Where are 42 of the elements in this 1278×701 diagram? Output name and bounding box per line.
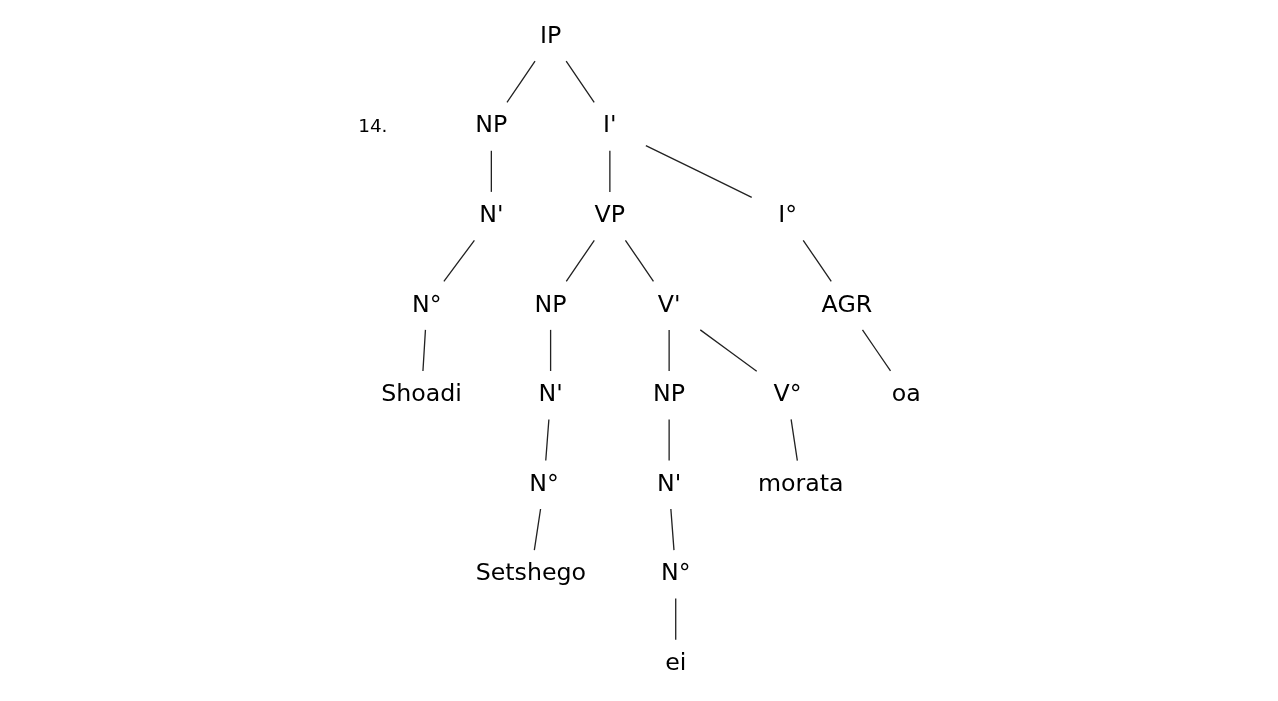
connector <box>667 329 670 372</box>
connector <box>533 508 541 551</box>
connector <box>608 150 611 193</box>
connector <box>544 418 550 462</box>
connector <box>802 239 832 283</box>
node-text: NP <box>474 110 507 139</box>
node-text: VP <box>594 199 625 228</box>
node-text: Setshego <box>475 558 586 587</box>
connector <box>565 239 595 283</box>
node-text: NP <box>534 289 567 318</box>
node-text: N' <box>478 199 503 228</box>
connector <box>442 239 475 283</box>
connector <box>505 60 536 103</box>
connector <box>624 239 654 283</box>
node-text: AGR <box>821 289 872 318</box>
node-text: V' <box>657 289 680 318</box>
node-text: N' <box>537 379 563 408</box>
node-text: N° <box>411 289 442 318</box>
node-text: IP <box>539 20 561 49</box>
connector <box>861 329 891 372</box>
node-text: N° <box>660 558 690 587</box>
node-text: morata <box>757 468 844 497</box>
node-text: N' <box>656 468 681 497</box>
node-text: oa <box>891 379 921 408</box>
connector <box>565 60 595 103</box>
node-text: NP <box>652 379 685 408</box>
connector <box>789 418 798 462</box>
node-text: N° <box>528 468 559 497</box>
connector <box>490 150 492 193</box>
connector <box>644 144 752 198</box>
connector <box>699 329 757 372</box>
connector <box>669 508 675 551</box>
label: 14. <box>357 114 387 136</box>
connector <box>549 329 551 372</box>
connector <box>674 597 676 641</box>
node-text: ei <box>664 647 686 676</box>
connector <box>421 329 426 372</box>
node-text: Shoadi <box>380 379 462 408</box>
node-text: I° <box>777 199 797 228</box>
node-text: I' <box>602 110 617 139</box>
node-text: V° <box>773 379 802 408</box>
connector <box>667 418 670 462</box>
